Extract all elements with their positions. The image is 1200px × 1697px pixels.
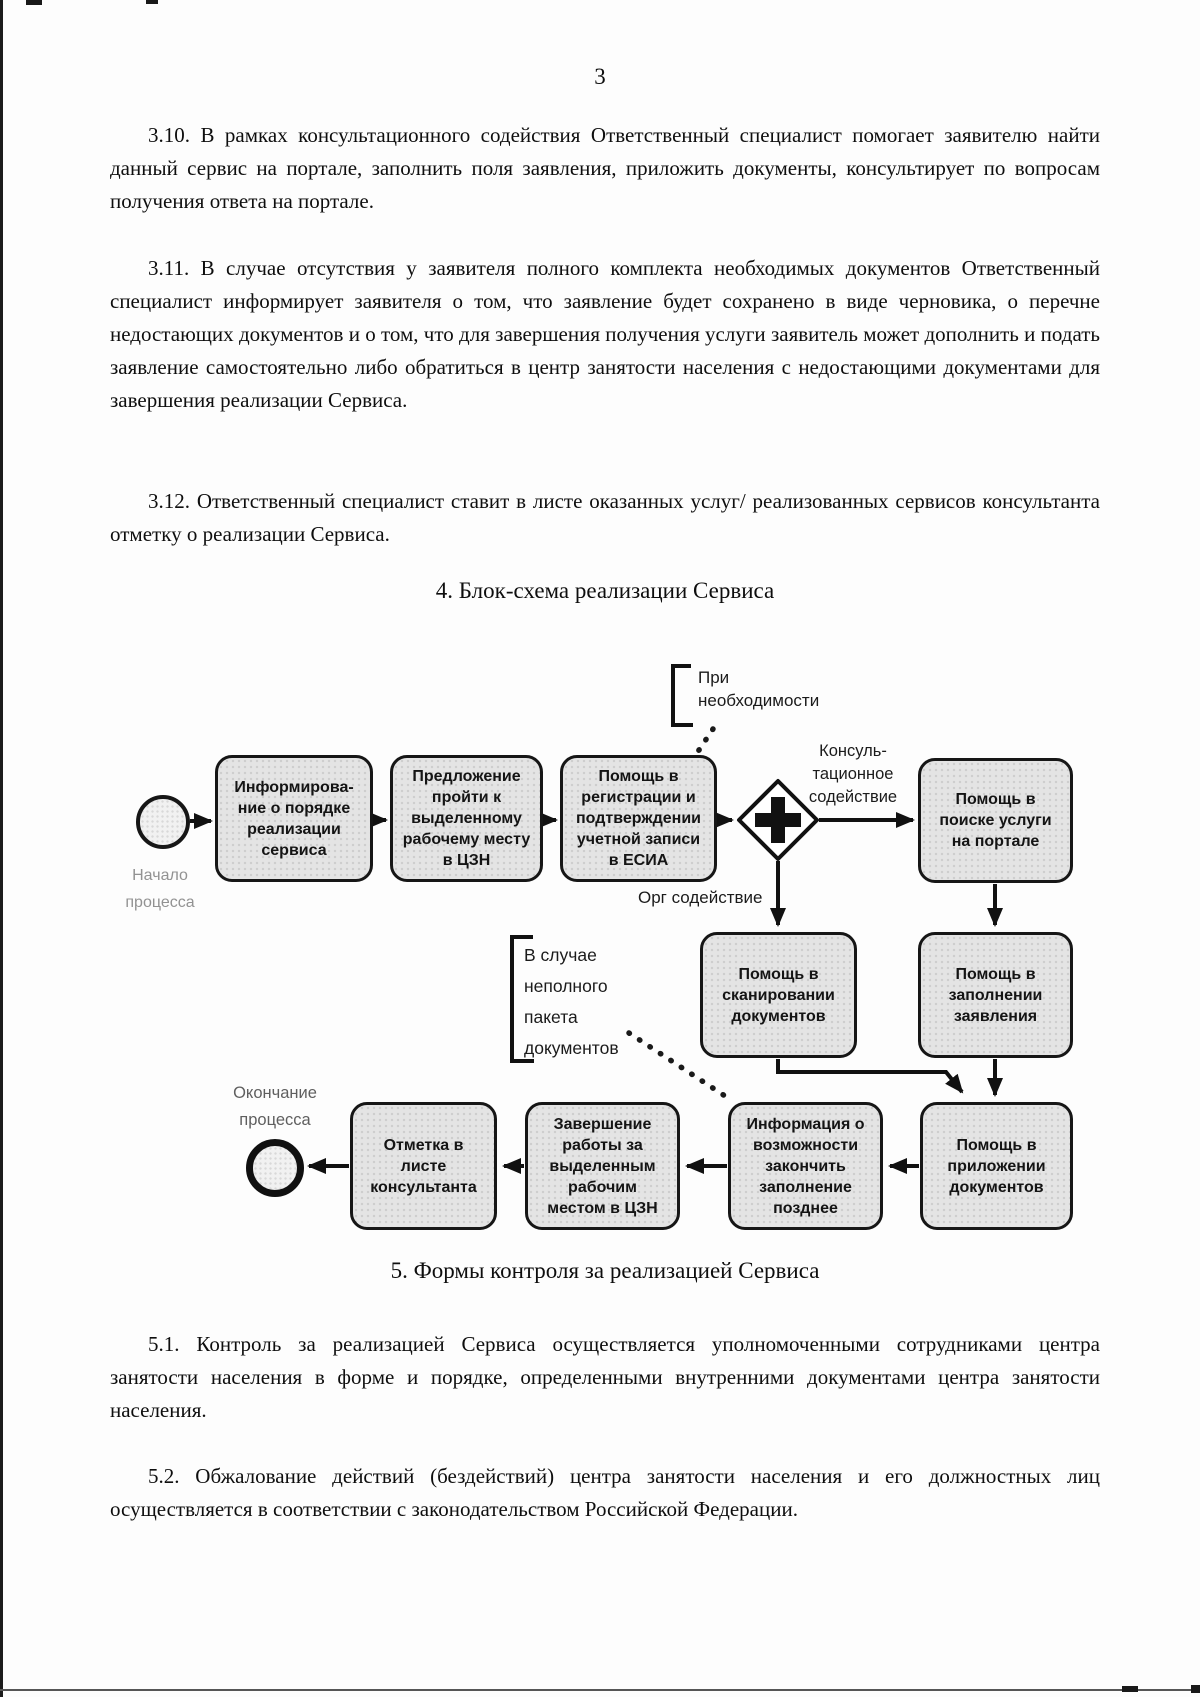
edge-label-org-assistance: Орг содействие [638,888,763,907]
paragraph-5-1: 5.1. Контроль за реализацией Сервиса осу… [110,1332,1100,1422]
scan-edge-bottom [0,1689,1200,1691]
scan-speck [26,0,42,5]
section-5-heading: 5. Формы контроля за реализацией Сервиса [390,1258,820,1283]
annotation-when-needed: При необходимости [698,668,820,710]
paragraph-3-10: 3.10. В рамках консультационного содейст… [110,123,1100,213]
section-4-heading: 4. Блок-схема реализации Сервиса [435,578,775,603]
scan-edge-left [0,0,3,1697]
flowchart-node-workplace: Предложение пройти к выделенному рабочем… [390,755,543,882]
flowchart-node-finish-workplace: Завершение работы за выделенным рабочим … [525,1102,680,1230]
edge-label-consulting-assistance: Консуль- тационное содействие [808,742,898,806]
page-number: 3 [594,64,606,89]
flowchart-node-attach-documents: Помощь в приложении документов [920,1102,1073,1230]
end-event-label: Окончание процесса [233,1084,317,1129]
end-event-circle [246,1139,304,1197]
flowchart-node-fill-application: Помощь в заполнении заявления [918,932,1073,1058]
flowchart-node-inform: Информирова- ние о порядке реализации се… [215,755,373,882]
paragraph-3-11: 3.11. В случае отсутствия у заявителя по… [110,256,1100,412]
start-event-circle [136,795,190,849]
scan-speck [1191,1685,1200,1693]
paragraph-3-12: 3.12. Ответственный специалист ставит в … [110,489,1100,546]
plus-gateway-icon [755,797,801,843]
flowchart-node-consultant-mark: Отметка в листе консультанта [350,1102,497,1230]
flowchart-node-finish-later-info: Информация о возможности закончить запол… [728,1102,883,1230]
scan-speck [1122,1686,1138,1692]
scan-speck [146,0,158,4]
start-event-label: Начало процесса [125,867,195,911]
flowchart-node-scan-documents: Помощь в сканировании документов [700,932,857,1058]
paragraph-5-2: 5.2. Обжалование действий (бездействий) … [110,1464,1100,1521]
flowchart-node-esia-registration: Помощь в регистрации и подтверждении уче… [560,755,717,882]
annotation-incomplete-docs: В случае неполного пакета документов [524,945,619,1058]
flowchart-node-portal-search: Помощь в поиске услуги на портале [918,758,1073,883]
